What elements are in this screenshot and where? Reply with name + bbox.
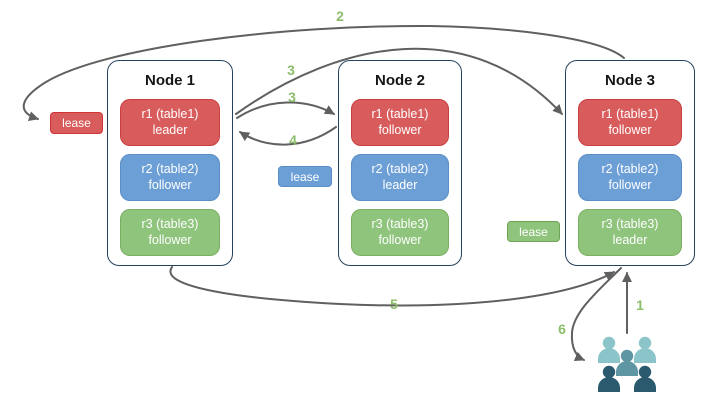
replica-role: follower	[378, 122, 422, 137]
replica-name: r2 (table2)	[601, 161, 659, 176]
user-group-icon	[598, 336, 656, 392]
arrow-step-3-to-node3	[235, 47, 563, 115]
replica-role: follower	[378, 232, 422, 247]
replica-name: r2 (table2)	[371, 161, 429, 176]
step-label-5: 5	[390, 296, 398, 312]
replica-role: follower	[148, 232, 192, 247]
replica-role: leader	[152, 122, 188, 137]
lease-badge-green: lease	[507, 221, 560, 242]
node-title: Node 2	[374, 72, 425, 89]
lease-badge-blue: lease	[278, 166, 332, 187]
replica-role: leader	[382, 177, 418, 192]
replica-role: follower	[608, 177, 652, 192]
replica-name: r3 (table3)	[371, 216, 429, 231]
node-2: Node 2 r1 (table1) follower r2 (table2) …	[338, 60, 462, 266]
replica-r1-node2: r1 (table1) follower	[351, 99, 449, 146]
step-label-3a: 3	[287, 62, 295, 78]
replica-r3-node3: r3 (table3) leader	[578, 209, 682, 256]
replica-role: follower	[148, 177, 192, 192]
replica-name: r1 (table1)	[601, 106, 659, 121]
replica-r1-node1: r1 (table1) leader	[120, 99, 220, 146]
replica-name: r3 (table3)	[601, 216, 659, 231]
replica-name: r3 (table3)	[141, 216, 199, 231]
node-title: Node 3	[604, 72, 655, 89]
replica-name: r1 (table1)	[141, 106, 199, 121]
arrow-step-3-to-node2	[236, 101, 335, 119]
replica-r1-node3: r1 (table1) follower	[578, 99, 682, 146]
replica-name: r2 (table2)	[141, 161, 199, 176]
replica-r3-node2: r3 (table3) follower	[351, 209, 449, 256]
arrow-step-4	[239, 126, 337, 146]
step-label-6: 6	[558, 321, 566, 337]
replica-name: r1 (table1)	[371, 106, 429, 121]
step-label-4: 4	[289, 132, 297, 148]
arrow-step-2	[22, 24, 625, 122]
replica-role: leader	[612, 232, 648, 247]
node-3: Node 3 r1 (table1) follower r2 (table2) …	[565, 60, 695, 266]
arrow-step-5	[169, 266, 615, 307]
step-label-3b: 3	[288, 89, 296, 105]
replica-r2-node2: r2 (table2) leader	[351, 154, 449, 201]
step-label-1: 1	[636, 297, 644, 313]
node-title: Node 1	[144, 72, 195, 89]
arrow-step-6	[570, 267, 622, 362]
lease-badge-red: lease	[50, 112, 103, 134]
step-label-2: 2	[336, 8, 344, 24]
replica-r2-node3: r2 (table2) follower	[578, 154, 682, 201]
replica-r2-node1: r2 (table2) follower	[120, 154, 220, 201]
node-1: Node 1 r1 (table1) leader r2 (table2) fo…	[107, 60, 233, 266]
replica-r3-node1: r3 (table3) follower	[120, 209, 220, 256]
replica-role: follower	[608, 122, 652, 137]
